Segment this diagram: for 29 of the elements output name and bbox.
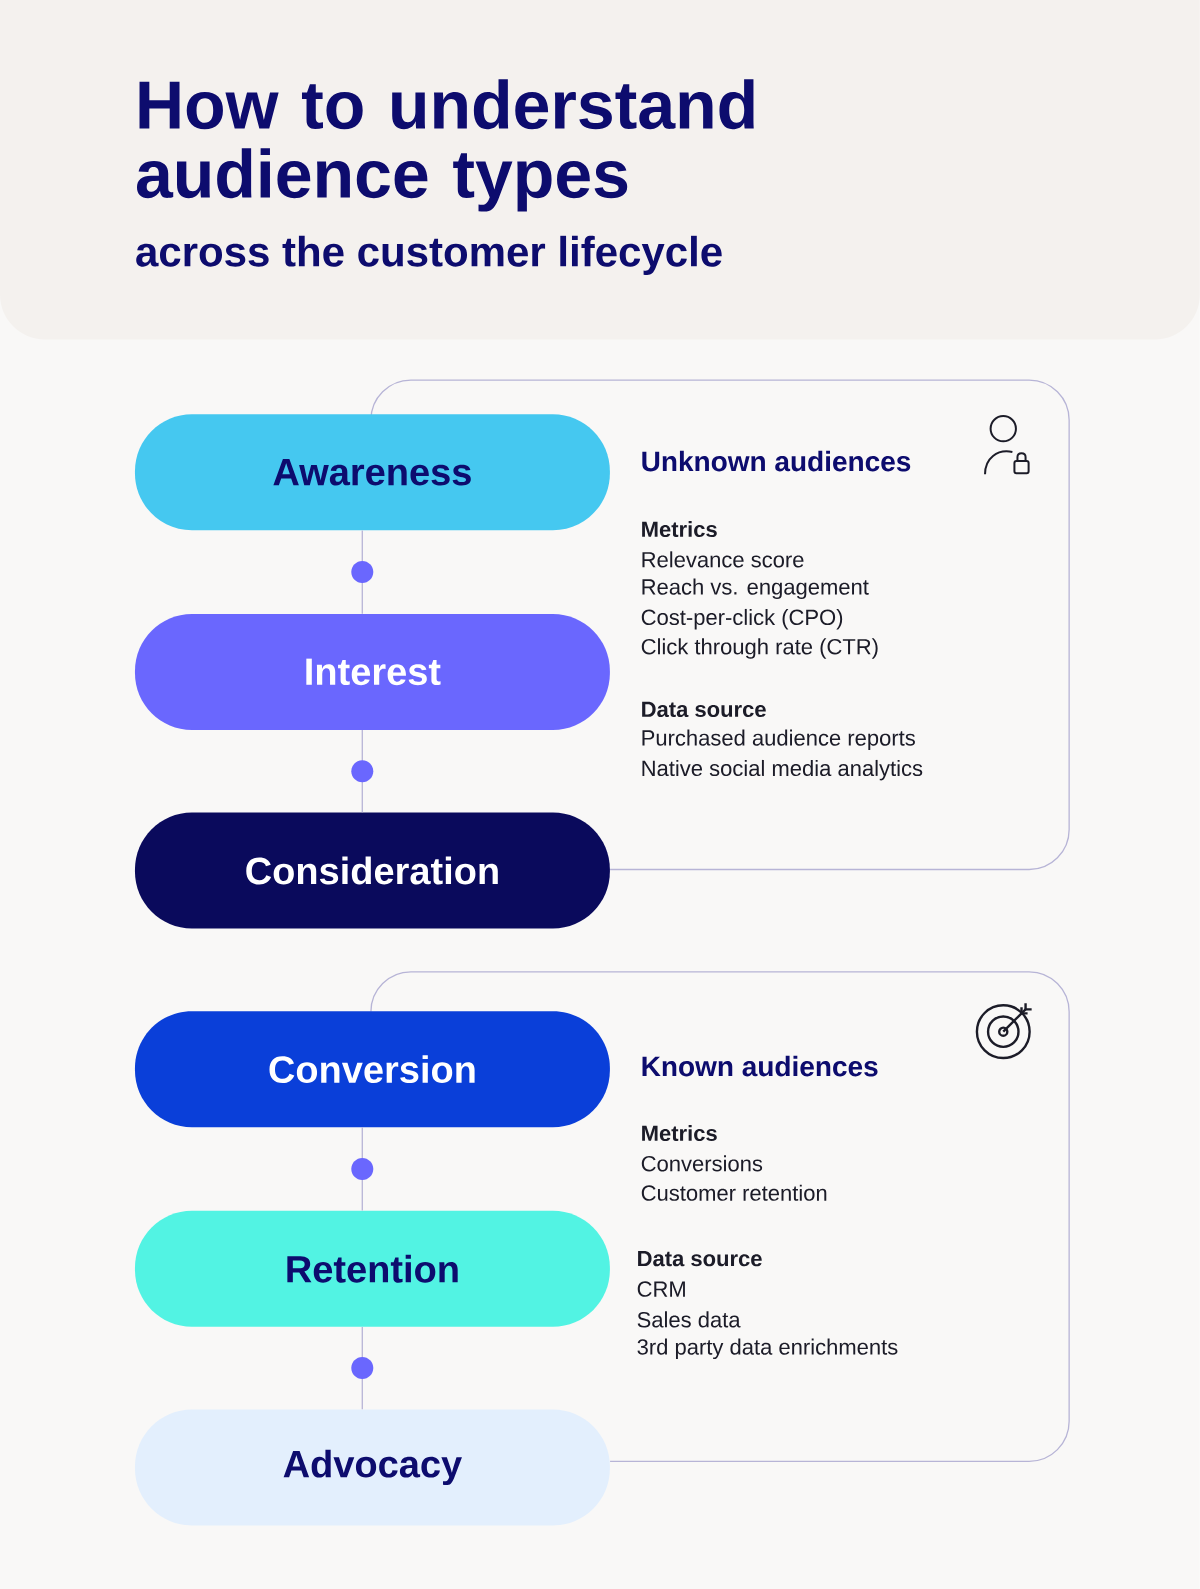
section-heading: Data source <box>642 701 766 718</box>
stage-pill: Awareness <box>135 414 610 531</box>
connector-line <box>351 729 374 813</box>
list-item: Purchased audience reports <box>642 729 915 751</box>
connector-line <box>351 1326 374 1410</box>
section-heading: Metrics <box>642 1124 717 1142</box>
title: How to understand audience types <box>137 79 754 212</box>
subtitle: across the customer lifecycle <box>136 235 722 275</box>
section-heading: Metrics <box>642 520 717 538</box>
list-item: CRM <box>637 1281 685 1297</box>
list-item: Click through rate (CTR) <box>641 638 878 659</box>
stage-pill: Consideration <box>135 812 610 929</box>
panel-heading: Known audiences <box>642 1055 878 1077</box>
list-item: 3rd party data enrichments <box>637 1338 898 1360</box>
stage-pill: Conversion <box>135 1011 610 1128</box>
list-item: Sales data <box>637 1311 741 1328</box>
connector-line <box>351 529 374 615</box>
list-item: Reach vs. engagement <box>642 578 869 600</box>
list-item: Customer retention <box>641 1184 827 1201</box>
list-item: Cost-per-click (CPO) <box>641 608 843 630</box>
stage-pill: Interest <box>135 613 610 730</box>
stage-pill: Retention <box>135 1210 610 1327</box>
section-heading: Data source <box>638 1251 762 1267</box>
list-item: Relevance score <box>642 551 804 568</box>
stage-pill: Advocacy <box>135 1409 610 1526</box>
list-item: Native social media analytics <box>642 759 923 781</box>
connector-line <box>351 1126 374 1212</box>
panel-heading: Unknown audiences <box>642 450 911 472</box>
list-item: Conversions <box>641 1155 763 1172</box>
